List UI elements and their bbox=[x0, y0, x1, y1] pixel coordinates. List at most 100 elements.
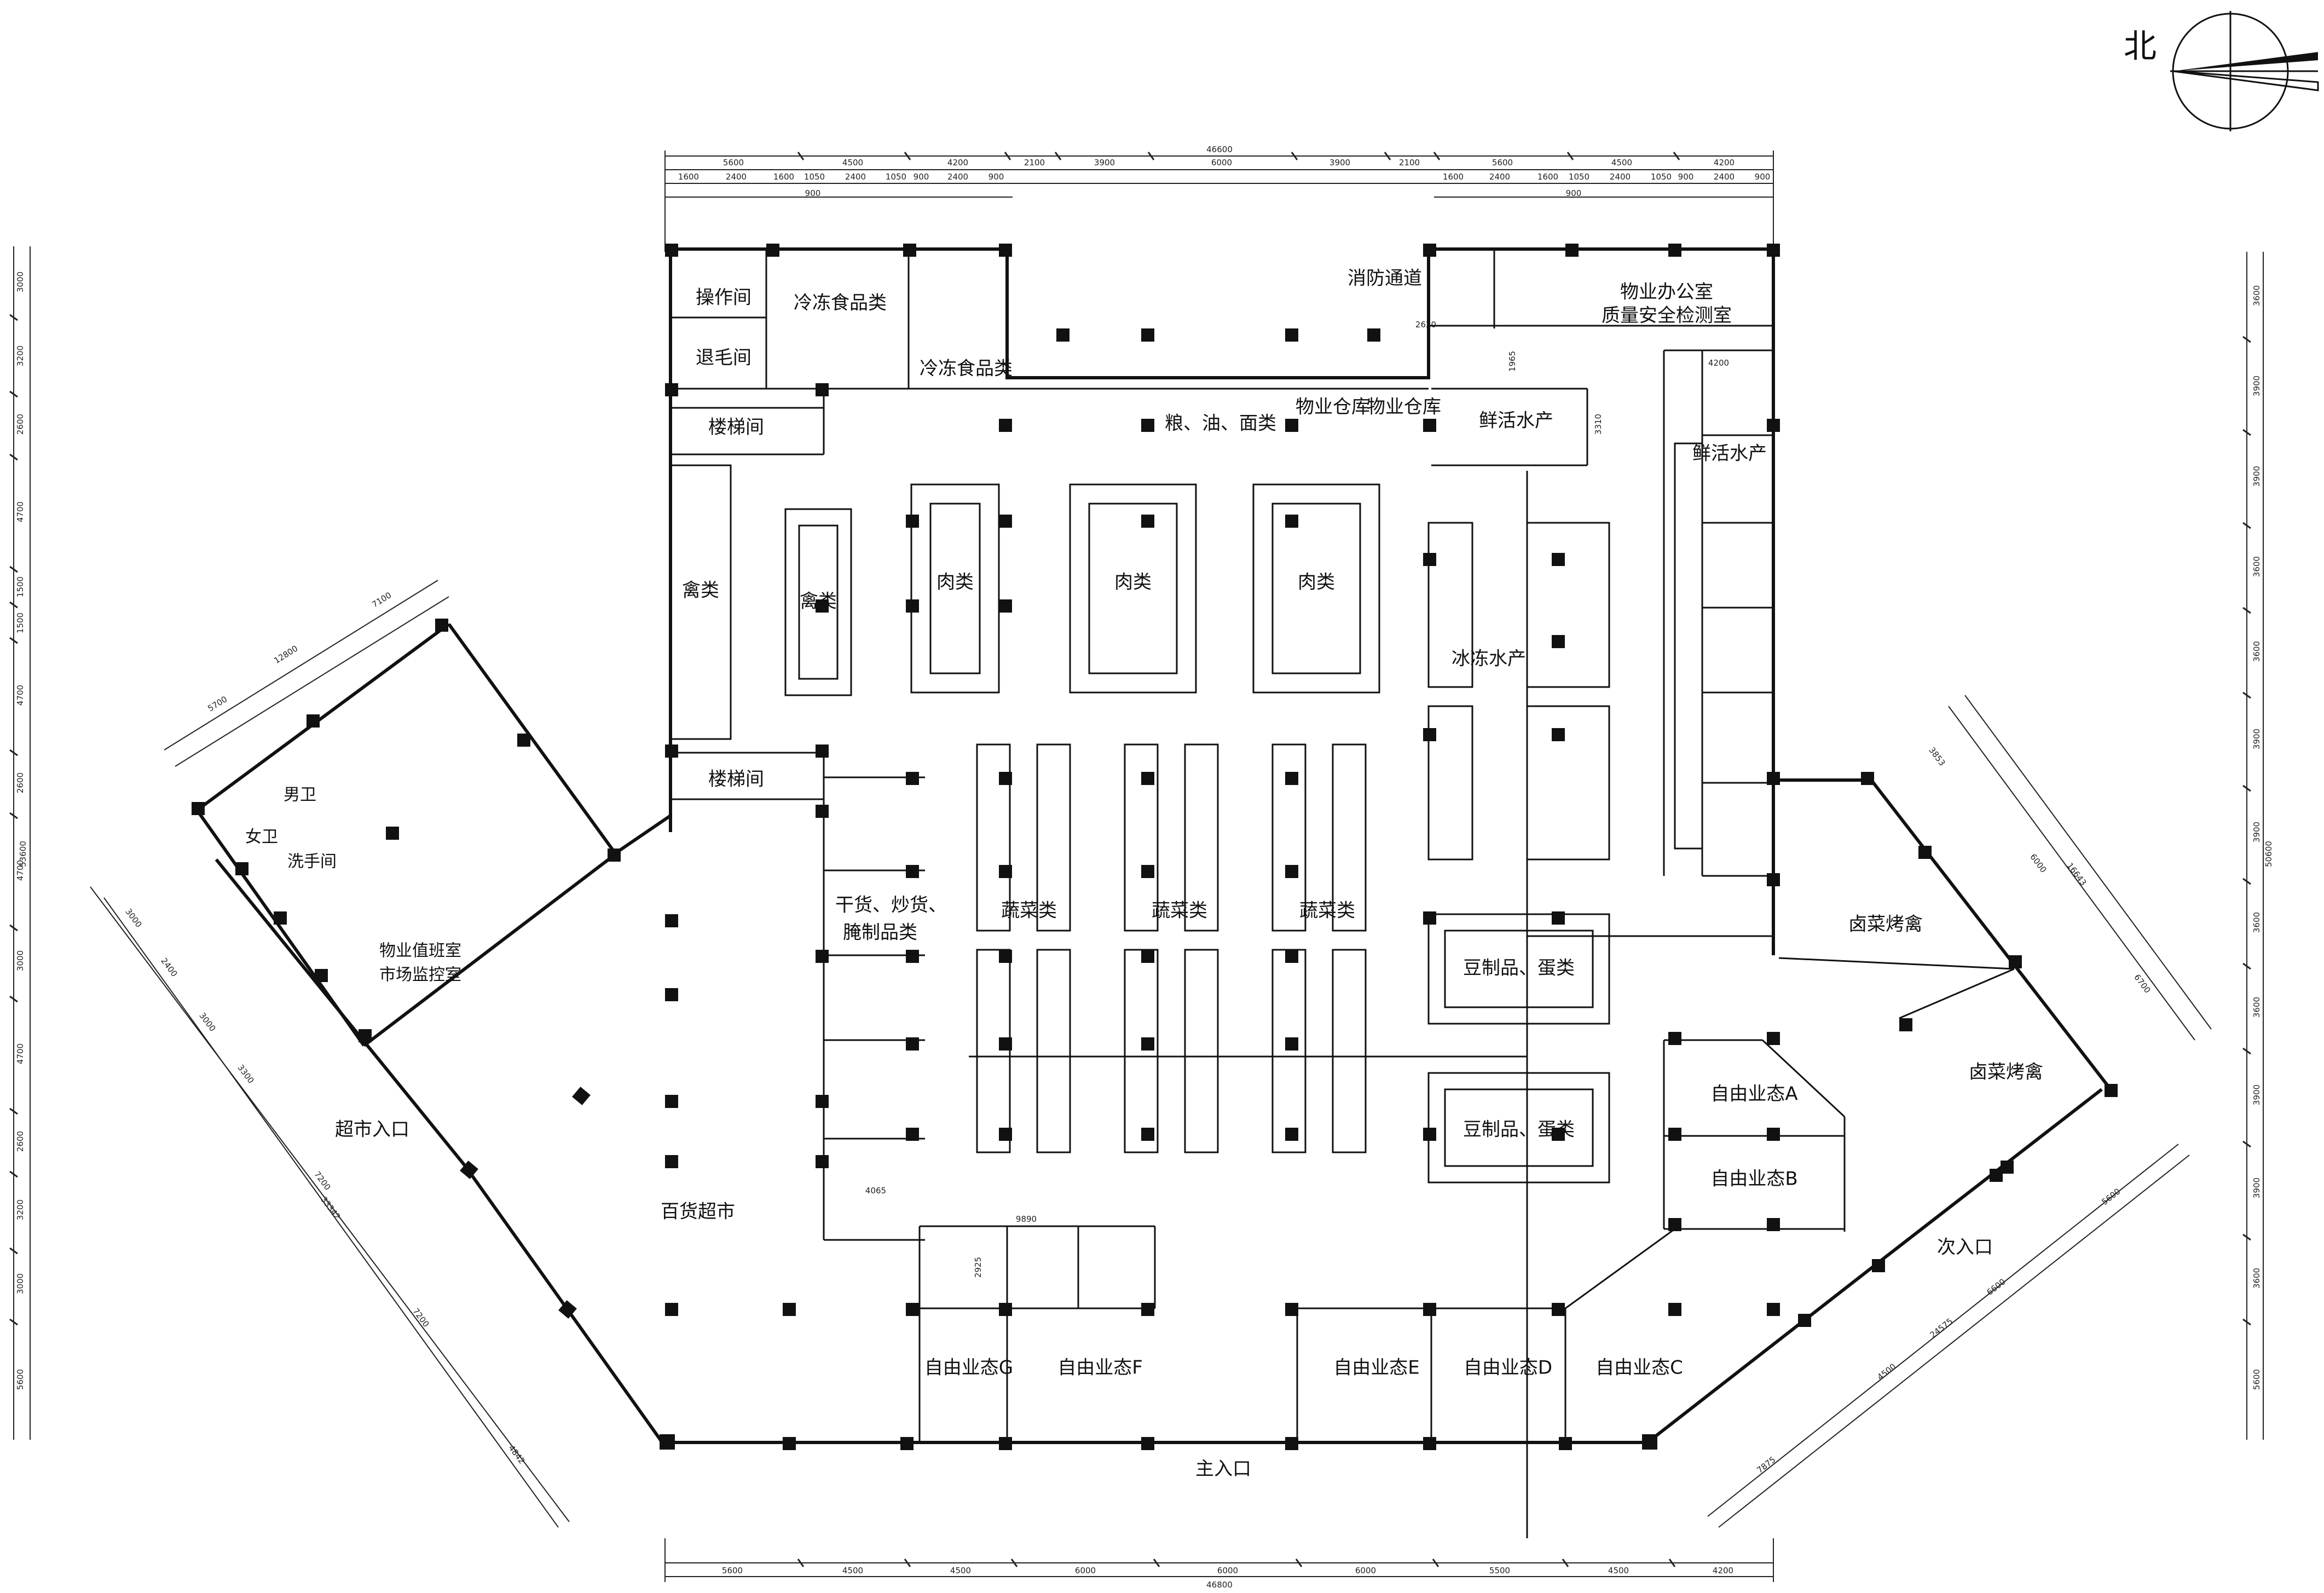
dim-label: 3600 bbox=[2252, 912, 2262, 933]
dim-label: 3000 bbox=[15, 950, 25, 971]
room-label-zhu-rukou: 主入口 bbox=[1195, 1458, 1251, 1480]
dim-label: 1600 bbox=[678, 172, 699, 182]
dim-label: 2925 bbox=[973, 1257, 983, 1278]
dim-label: 2600 bbox=[15, 772, 25, 793]
dim-label: 3600 bbox=[2252, 997, 2262, 1018]
dim-label: 3900 bbox=[2252, 822, 2262, 842]
dim-label: 4700 bbox=[15, 501, 25, 522]
room-label-ganhuo-1: 干货、炒货、 bbox=[835, 894, 947, 916]
dim-label: 3900 bbox=[2252, 729, 2262, 749]
dim-label: 2400 bbox=[845, 172, 866, 182]
dim-label: 2620 bbox=[1415, 320, 1436, 330]
dim-label: 2600 bbox=[15, 1131, 25, 1152]
room-label-xishou: 洗手间 bbox=[287, 852, 337, 871]
interior-walls bbox=[670, 249, 2015, 1538]
dim-label: 5600 bbox=[15, 1369, 25, 1390]
dim-label: 2400 bbox=[726, 172, 747, 182]
dim-label: 6000 bbox=[2028, 852, 2048, 874]
dim-label: 900 bbox=[1566, 188, 1582, 198]
dim-label: 4500 bbox=[950, 1566, 971, 1575]
room-label-cangku-1: 物业仓库 bbox=[1296, 396, 1370, 418]
dim-label: 3900 bbox=[2252, 466, 2262, 487]
room-labels: 操作间 退毛间 冷冻食品类 冷冻食品类 消防通道 物业办公室 质量安全检测室 楼… bbox=[245, 268, 2043, 1480]
room-label-yetai-e: 自由业态E bbox=[1333, 1357, 1419, 1379]
dim-label: 1600 bbox=[1537, 172, 1558, 182]
dim-label: 4500 bbox=[1875, 1361, 1898, 1382]
north-label: 北 bbox=[2124, 27, 2157, 66]
dim-right-total: 50600 bbox=[2264, 841, 2274, 867]
dim-label: 7200 bbox=[312, 1169, 332, 1192]
dim-label: 2400 bbox=[1714, 172, 1735, 182]
room-label-cangku-2: 物业仓库 bbox=[1367, 396, 1441, 418]
dim-label: 2400 bbox=[159, 956, 179, 978]
room-label-liangyou: 粮、油、面类 bbox=[1165, 413, 1276, 435]
dim-label: 9890 bbox=[1016, 1214, 1037, 1224]
dim-label: 4700 bbox=[15, 685, 25, 706]
dim-label: 3853 bbox=[1927, 745, 1947, 767]
dim-label: 3600 bbox=[2252, 556, 2262, 577]
dim-label: 33342 bbox=[319, 1195, 342, 1222]
dim-label: 6600 bbox=[1985, 1277, 2007, 1297]
dim-label: 5600 bbox=[1492, 158, 1513, 168]
dim-label: 4200 bbox=[947, 158, 968, 168]
dim-label: 1050 bbox=[1569, 172, 1589, 182]
room-label-yetai-a: 自由业态A bbox=[1710, 1083, 1797, 1105]
room-label-bingdong: 冰冻水产 bbox=[1452, 648, 1526, 670]
room-label-lucai-1: 卤菜烤禽 bbox=[1848, 914, 1923, 936]
room-label-yetai-f: 自由业态F bbox=[1057, 1357, 1143, 1379]
dim-label: 2100 bbox=[1399, 158, 1420, 168]
dim-label: 3900 bbox=[1094, 158, 1115, 168]
dim-label: 2400 bbox=[1610, 172, 1631, 182]
dim-label: 2600 bbox=[15, 414, 25, 435]
room-label-nvwei: 女卫 bbox=[245, 828, 278, 847]
room-label-xianhuo-1: 鲜活水产 bbox=[1479, 410, 1553, 432]
room-label-shucai-2: 蔬菜类 bbox=[1152, 900, 1207, 922]
dim-label: 24575 bbox=[1928, 1316, 1955, 1340]
dim-label: 7100 bbox=[370, 590, 393, 610]
dim-label: 900 bbox=[805, 188, 821, 198]
dim-label: 1600 bbox=[1443, 172, 1464, 182]
dim-label: 5600 bbox=[722, 1566, 743, 1575]
room-label-xiaofang: 消防通道 bbox=[1348, 268, 1422, 290]
dimension-ticks bbox=[9, 152, 2251, 1567]
room-label-yetai-b: 自由业态B bbox=[1710, 1168, 1797, 1190]
dim-label: 3900 bbox=[1329, 158, 1350, 168]
dim-label: 3200 bbox=[15, 345, 25, 366]
room-label-ci-rukou: 次入口 bbox=[1937, 1237, 1993, 1259]
dim-label: 4200 bbox=[1713, 1566, 1733, 1575]
dim-label: 4700 bbox=[15, 860, 25, 881]
dim-label: 3900 bbox=[2252, 1084, 2262, 1105]
dim-label: 3600 bbox=[2252, 641, 2262, 662]
dim-label: 5700 bbox=[206, 694, 229, 714]
dim-label: 900 bbox=[1678, 172, 1694, 182]
dim-label: 7875 bbox=[1755, 1455, 1777, 1475]
room-label-douzhi-1: 豆制品、蛋类 bbox=[1463, 957, 1575, 979]
dim-label: 4700 bbox=[15, 1043, 25, 1064]
room-label-qinlei-2: 禽类 bbox=[800, 591, 837, 613]
dim-label: 3000 bbox=[123, 907, 143, 929]
dim-label: 3310 bbox=[1593, 414, 1603, 435]
room-label-louti-2: 楼梯间 bbox=[708, 769, 764, 790]
columns bbox=[192, 244, 2118, 1450]
room-label-qinlei-1: 禽类 bbox=[682, 580, 719, 602]
dim-label: 900 bbox=[988, 172, 1004, 182]
dim-label: 4200 bbox=[1708, 358, 1729, 368]
dim-label: 1050 bbox=[886, 172, 906, 182]
dim-label: 5500 bbox=[1489, 1566, 1510, 1575]
dim-label: 1965 bbox=[1507, 351, 1517, 372]
room-label-zhiban-2: 市场监控室 bbox=[379, 966, 461, 985]
room-label-chaoshi-rukou: 超市入口 bbox=[335, 1119, 409, 1141]
dim-label: 2400 bbox=[1489, 172, 1510, 182]
dim-top-total: 46600 bbox=[1206, 145, 1233, 154]
dim-label: 6000 bbox=[1217, 1566, 1238, 1575]
dim-label: 7200 bbox=[411, 1306, 431, 1329]
dim-label: 5600 bbox=[2252, 1369, 2262, 1390]
room-label-zhiban-1: 物业值班室 bbox=[379, 942, 461, 961]
room-label-lengdong-1: 冷冻食品类 bbox=[794, 292, 887, 314]
dim-label: 1500 bbox=[15, 613, 25, 633]
dim-label: 4200 bbox=[1714, 158, 1735, 168]
dim-label: 3000 bbox=[15, 272, 25, 292]
dim-label: 4500 bbox=[1611, 158, 1632, 168]
room-label-rou-1: 肉类 bbox=[936, 572, 974, 593]
room-label-jiance: 质量安全检测室 bbox=[1602, 305, 1732, 327]
